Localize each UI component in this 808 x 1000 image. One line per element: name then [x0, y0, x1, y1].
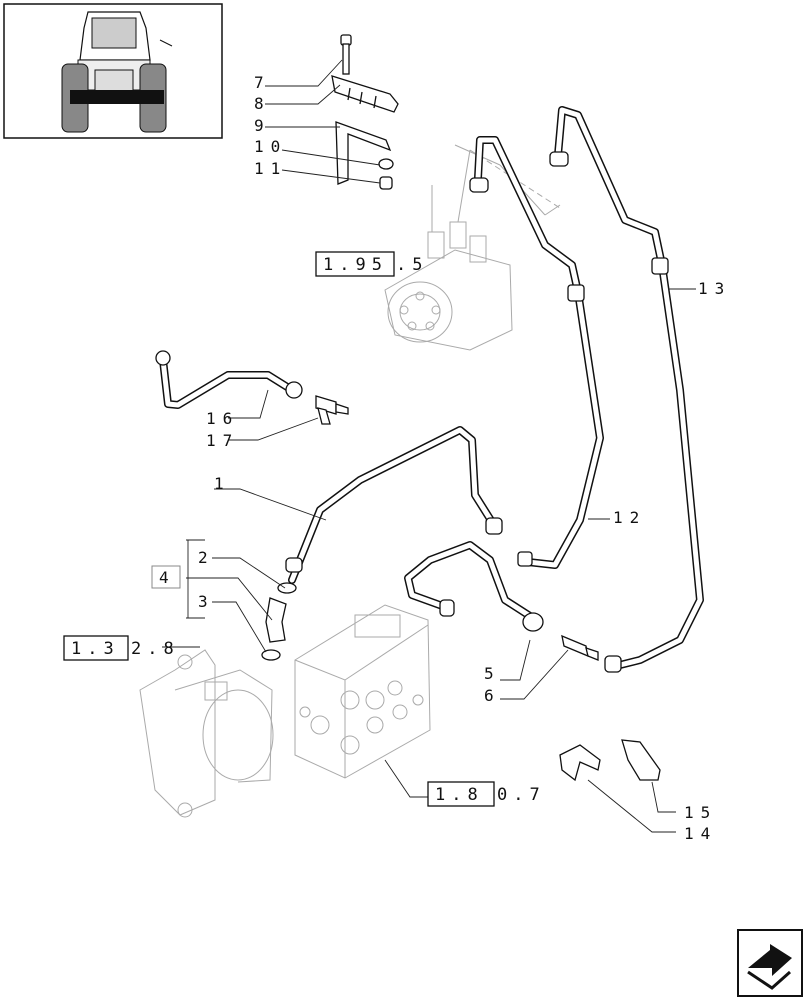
svg-text:1.3: 1.3	[71, 639, 120, 659]
pump-ghost	[139, 649, 274, 818]
callouts: 7 8 9 10 11 16 17 1 2 3 5 6 12 13 15 14 …	[151, 73, 731, 843]
elbow-fitting[interactable]	[265, 597, 287, 643]
seal-3[interactable]	[261, 649, 281, 661]
nut-10[interactable]	[378, 158, 394, 170]
bracket-9[interactable]	[335, 121, 392, 185]
label-6: 6	[484, 686, 501, 705]
reference-1-95-5[interactable]: 1.95 .5	[315, 251, 428, 277]
leader-lines	[162, 59, 696, 833]
label-5: 5	[484, 664, 501, 683]
valve-block-ghost	[294, 604, 431, 779]
pipe-5[interactable]	[404, 541, 544, 632]
fitting-6[interactable]	[561, 634, 599, 661]
label-4: 4	[159, 568, 176, 587]
clamp-8[interactable]	[331, 75, 399, 113]
label-2: 2	[198, 548, 215, 567]
label-13: 13	[698, 279, 731, 298]
tractor-thumbnail-icon[interactable]	[3, 3, 223, 139]
clip-15[interactable]	[621, 739, 661, 781]
label-10: 10	[254, 137, 287, 156]
label-17: 17	[206, 431, 239, 450]
label-11: 11	[254, 159, 287, 178]
pipe-1[interactable]	[285, 426, 503, 584]
reference-1-80-7[interactable]: 1.8 0.7	[427, 781, 546, 807]
label-9: 9	[254, 116, 271, 135]
svg-text:.5: .5	[396, 255, 428, 275]
label-7: 7	[254, 73, 271, 92]
label-15: 15	[684, 803, 717, 822]
svg-text:1.8: 1.8	[435, 785, 484, 805]
label-16: 16	[206, 409, 239, 428]
label-1: 1	[214, 474, 231, 493]
svg-text:1.95: 1.95	[323, 255, 388, 275]
next-page-arrow-icon[interactable]	[737, 929, 803, 997]
pipe-13[interactable]	[549, 106, 704, 673]
bolt-7[interactable]	[340, 34, 352, 75]
pipe-16[interactable]	[155, 350, 303, 409]
pipe-12[interactable]	[469, 136, 604, 569]
label-8: 8	[254, 94, 271, 113]
clip-14[interactable]	[559, 744, 601, 782]
fitting-17[interactable]	[315, 395, 349, 425]
label-3: 3	[198, 592, 215, 611]
svg-text:2.8: 2.8	[131, 639, 180, 659]
svg-text:0.7: 0.7	[497, 785, 546, 805]
seal-2[interactable]	[277, 582, 297, 594]
label-14: 14	[684, 824, 717, 843]
nut-11[interactable]	[379, 176, 393, 190]
steering-unit-ghost	[384, 144, 561, 351]
reference-1-32-8[interactable]: 1.3 2.8	[63, 635, 180, 661]
label-12: 12	[613, 508, 646, 527]
